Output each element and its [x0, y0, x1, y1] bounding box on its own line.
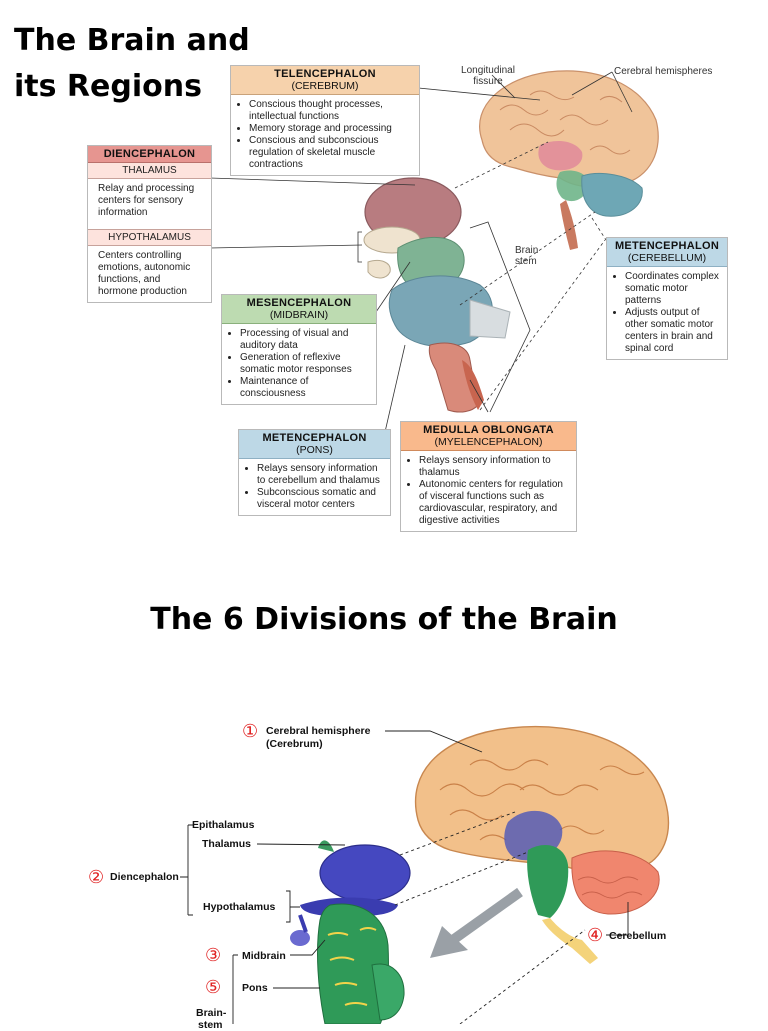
telencephalon-subtitle: (CEREBRUM)	[291, 80, 359, 92]
brainstem-exploded	[363, 177, 511, 413]
cerebellum-bullet-1: Coordinates complex somatic motor patter…	[625, 271, 721, 307]
mesencephalon-list: Processing of visual and auditory data G…	[222, 324, 376, 404]
medulla-box: MEDULLA OBLONGATA(MYELENCEPHALON) Relays…	[400, 421, 577, 532]
midbrain-label: Midbrain	[242, 950, 286, 962]
hypothalamus-label: Hypothalamus	[203, 901, 276, 913]
diencephalon-header: DIENCEPHALON	[88, 146, 211, 163]
hypothalamus-subheader: HYPOTHALAMUS	[88, 229, 211, 246]
cerebellum-list: Coordinates complex somatic motor patter…	[607, 267, 727, 359]
mesencephalon-bullet-3: Maintenance of consciousness	[240, 376, 370, 400]
whole-brain-top	[479, 70, 659, 250]
pons-bullet-1: Relays sensory information to cerebellum…	[257, 463, 384, 487]
diencephalon-box: DIENCEPHALON THALAMUS Relay and processi…	[87, 145, 212, 303]
cerebellum-box: METENCEPHALON(CEREBELLUM) Coordinates co…	[606, 237, 728, 360]
whole-brain-bottom	[414, 725, 670, 964]
cerebellum-header: METENCEPHALON(CEREBELLUM)	[607, 238, 727, 267]
number-4: ④	[587, 925, 604, 945]
thalamus-description: Relay and processing centers for sensory…	[98, 183, 195, 218]
hypothalamus-description: Centers controlling emotions, autonomic …	[98, 250, 191, 297]
cerebellum-title: METENCEPHALON	[614, 240, 720, 252]
cerebral-hemispheres-label: Cerebral hemispheres	[614, 66, 713, 77]
mesencephalon-box: MESENCEPHALON(MIDBRAIN) Processing of vi…	[221, 294, 377, 405]
number-2: ②	[88, 867, 105, 887]
telencephalon-bullet-2: Memory storage and processing	[249, 123, 413, 135]
cerebral-hemisphere-label: Cerebral hemisphere	[266, 725, 371, 737]
cerebellum-bullet-2: Adjusts output of other somatic motor ce…	[625, 307, 721, 355]
mesencephalon-subtitle: (MIDBRAIN)	[269, 309, 329, 321]
main-title-line2: its Regions	[14, 69, 202, 104]
medulla-subtitle: (MYELENCEPHALON)	[434, 436, 543, 448]
telencephalon-title: TELENCEPHALON	[274, 68, 376, 80]
brainstem-label: Brain-	[196, 1007, 227, 1019]
mesencephalon-header: MESENCEPHALON(MIDBRAIN)	[222, 295, 376, 324]
number-3: ③	[205, 945, 222, 965]
mesencephalon-bullet-2: Generation of reflexive somatic motor re…	[240, 352, 370, 376]
cerebellum-label: Cerebellum	[609, 930, 667, 942]
mesencephalon-bullet-1: Processing of visual and auditory data	[240, 328, 370, 352]
pons-header: METENCEPHALON(PONS)	[239, 430, 390, 459]
pons-subtitle: (PONS)	[296, 444, 333, 456]
pons-bullet-2: Subconscious somatic and visceral motor …	[257, 487, 384, 511]
thalamus-subheader: THALAMUS	[88, 163, 211, 179]
telencephalon-box: TELENCEPHALON(CEREBRUM) Conscious though…	[230, 65, 420, 176]
main-title-line1: The Brain and	[14, 23, 250, 58]
brain-stem-label: Brain stem	[515, 245, 539, 267]
medulla-bullet-2: Autonomic centers for regulation of visc…	[419, 479, 570, 527]
divisions-title: The 6 Divisions of the Brain	[150, 602, 618, 637]
telencephalon-bullet-3: Conscious and subconscious regulation of…	[249, 135, 413, 171]
medulla-title: MEDULLA OBLONGATA	[423, 424, 554, 436]
medulla-header: MEDULLA OBLONGATA(MYELENCEPHALON)	[401, 422, 576, 451]
diencephalon-label: Diencephalon	[110, 871, 179, 883]
number-1: ①	[242, 721, 259, 741]
medulla-bullet-1: Relays sensory information to thalamus	[419, 455, 570, 479]
number-5: ⑤	[205, 977, 222, 997]
medulla-list: Relays sensory information to thalamus A…	[401, 451, 576, 531]
epithalamus-label: Epithalamus	[192, 819, 255, 831]
brainstem-label-2: stem	[198, 1019, 223, 1031]
mesencephalon-title: MESENCEPHALON	[246, 297, 352, 309]
main-title: The Brain and its Regions	[14, 18, 254, 110]
pons-list: Relays sensory information to cerebellum…	[239, 459, 390, 515]
telencephalon-header: TELENCEPHALON(CEREBRUM)	[231, 66, 419, 95]
cerebrum-label: (Cerebrum)	[266, 738, 323, 750]
pons-box: METENCEPHALON(PONS) Relays sensory infor…	[238, 429, 391, 516]
telencephalon-list: Conscious thought processes, intellectua…	[231, 95, 419, 175]
longitudinal-fissure-label: Longitudinal fissure	[461, 65, 515, 87]
pons-label: Pons	[242, 982, 268, 994]
thalamus-label: Thalamus	[202, 838, 252, 850]
pons-title: METENCEPHALON	[262, 432, 367, 444]
telencephalon-bullet-1: Conscious thought processes, intellectua…	[249, 99, 413, 123]
brainstem-bottom	[290, 840, 411, 1024]
diencephalon-title: DIENCEPHALON	[103, 148, 196, 160]
cerebellum-subtitle: (CEREBELLUM)	[627, 252, 707, 264]
